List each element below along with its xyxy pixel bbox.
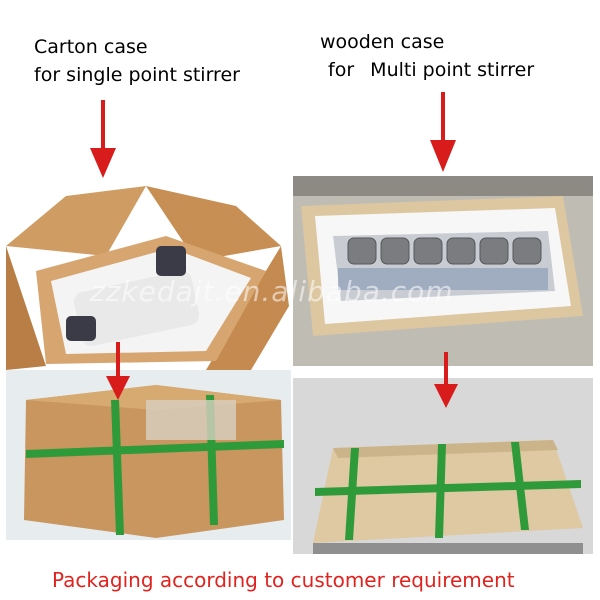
wooden-case-subtitle: for Multi point stirrer (320, 56, 534, 84)
arrow-down-icon (434, 352, 458, 408)
wooden-case-for: for (328, 59, 355, 81)
closed-wooden-case-photo (293, 378, 593, 554)
wooden-case-title: wooden case (320, 31, 445, 53)
open-carton-photo (6, 186, 289, 370)
strapped-carton-photo (6, 370, 291, 540)
wooden-case-open-photo (293, 176, 593, 366)
carton-case-subtitle: for single point stirrer (34, 64, 240, 86)
watermark-text: zzkedajt.en.alibaba.com (90, 275, 454, 308)
wooden-case-rest: Multi point stirrer (370, 59, 535, 81)
footer-caption: Packaging according to customer requirem… (52, 568, 515, 592)
carton-case-label: Carton case for single point stirrer (34, 33, 240, 89)
arrow-down-icon (430, 92, 456, 172)
arrow-down-icon (90, 100, 116, 178)
carton-case-title: Carton case (34, 36, 148, 58)
arrow-down-icon (106, 342, 130, 400)
wooden-case-label: wooden case for Multi point stirrer (320, 28, 534, 84)
